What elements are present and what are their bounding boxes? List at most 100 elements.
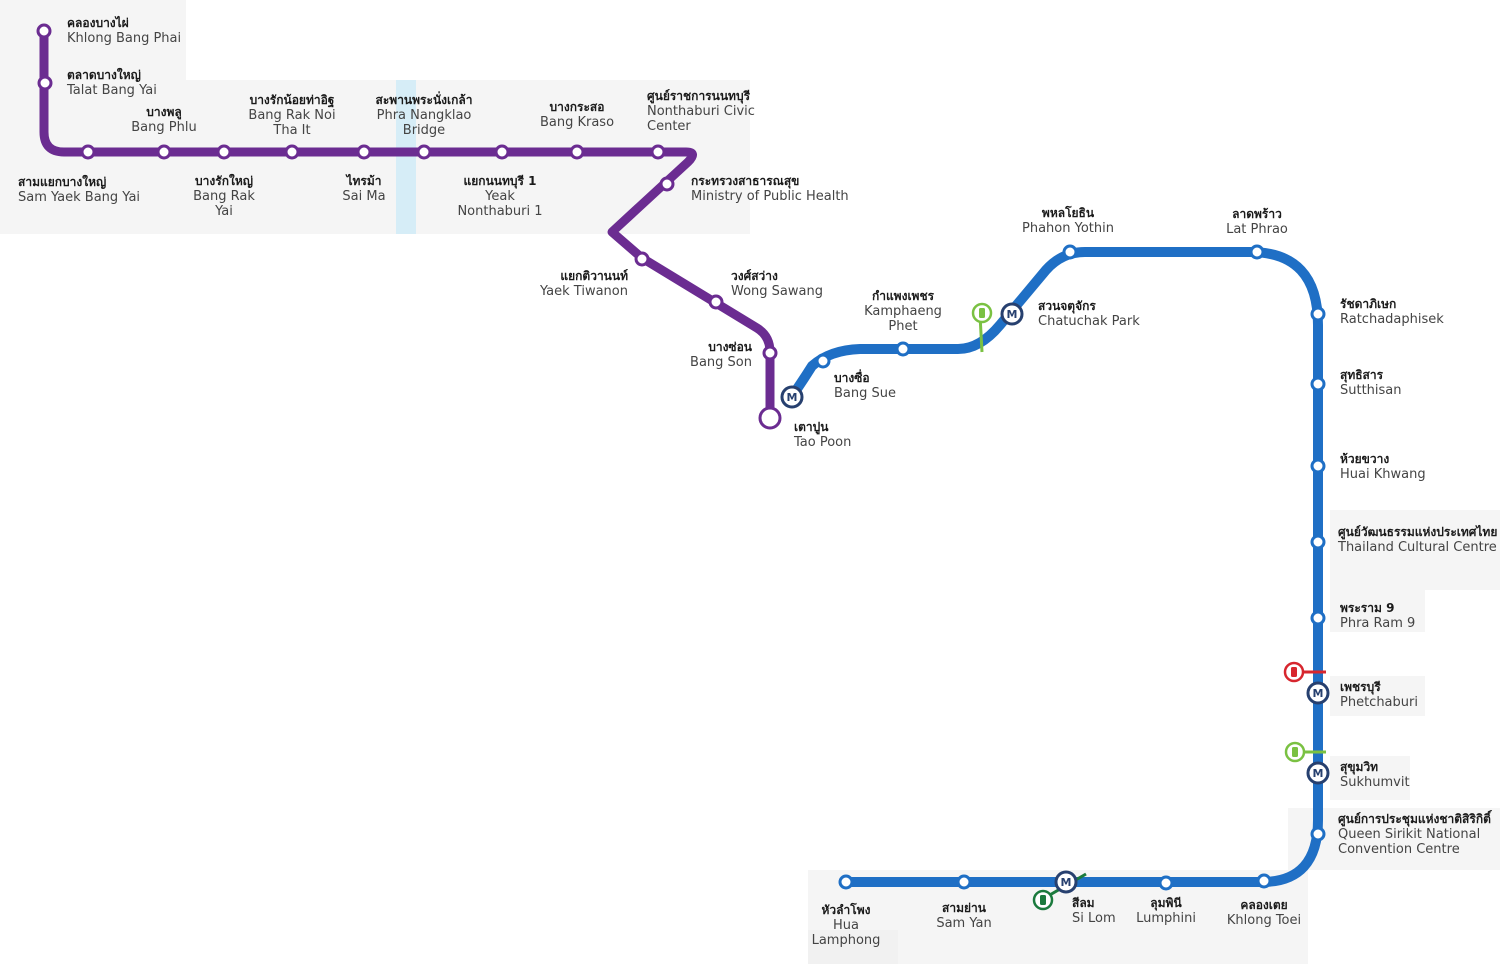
- station-name-english: Convention Centre: [1338, 842, 1460, 857]
- blue-station-marker[interactable]: [1310, 376, 1326, 392]
- station-name-english: Hua: [833, 918, 859, 933]
- station-name-thai: ลาดพร้าว: [1232, 207, 1282, 221]
- station-name-english: Sam Yaek Bang Yai: [18, 190, 140, 205]
- purple-station-marker[interactable]: [634, 251, 650, 267]
- station-name-english: Sukhumvit: [1340, 775, 1410, 790]
- map-panel: [808, 930, 898, 964]
- station-name-english: Sam Yan: [936, 916, 991, 931]
- blue-station-marker[interactable]: [956, 874, 972, 890]
- station-name-english: Si Lom: [1072, 911, 1116, 926]
- station-name-thai: สามย่าน: [942, 901, 987, 915]
- station-name-thai: กำแพงเพชร: [872, 289, 935, 303]
- station-name-thai: บางซ่อน: [708, 340, 753, 354]
- purple-station-marker[interactable]: [708, 294, 724, 310]
- purple-station-marker[interactable]: [569, 144, 585, 160]
- station-name-thai: คลองบางไผ่: [67, 15, 129, 30]
- purple-station-marker[interactable]: [650, 144, 666, 160]
- blue-station-marker[interactable]: [1310, 826, 1326, 842]
- metro-interchange-icon[interactable]: [1306, 681, 1330, 705]
- metro-interchange-icon[interactable]: [1000, 302, 1024, 326]
- station-label: ตลาดบางใหญ่Talat Bang Yai: [66, 67, 157, 98]
- map-panel: [0, 80, 750, 234]
- purple-station-marker[interactable]: [762, 345, 778, 361]
- station-name-thai: บางรักน้อยท่าอิฐ: [250, 93, 335, 108]
- station-label: เพชรบุรีPhetchaburi: [1340, 680, 1418, 710]
- station-name-thai: วงศ์สว่าง: [731, 269, 778, 283]
- purple-station-marker[interactable]: [758, 406, 782, 430]
- metro-interchange-icon[interactable]: [1306, 761, 1330, 785]
- station-name-thai: แยกนนทบุรี 1: [464, 174, 537, 189]
- station-name-thai: เตาปูน: [794, 420, 829, 435]
- station-name-thai: ตลาดบางใหญ่: [67, 67, 141, 82]
- blue-station-marker[interactable]: [1310, 306, 1326, 322]
- purple-station-marker[interactable]: [37, 75, 53, 91]
- metro-logo-icon: M: [1061, 876, 1072, 889]
- station-name-english: Nonthaburi 1: [457, 204, 542, 219]
- station-name-english: Queen Sirikit National: [1338, 827, 1480, 842]
- station-name-thai: สีลม: [1072, 896, 1095, 910]
- station-name-english: Ratchadaphisek: [1340, 312, 1444, 327]
- station-name-english: Bang Rak Noi: [248, 108, 335, 123]
- blue-station-marker[interactable]: [1310, 458, 1326, 474]
- purple-station-marker[interactable]: [156, 144, 172, 160]
- purple-station-marker[interactable]: [494, 144, 510, 160]
- metro-interchange-icon[interactable]: [1054, 870, 1078, 894]
- srt-logo-icon-glyph: [1291, 667, 1297, 677]
- purple-station-marker[interactable]: [80, 144, 96, 160]
- station-name-thai: สุทธิสาร: [1340, 368, 1384, 383]
- bts-logo-icon-glyph: [1040, 895, 1046, 905]
- bts-logo-icon-glyph: [979, 308, 985, 318]
- map-panel: [1330, 590, 1425, 632]
- station-name-english: Bang Sue: [834, 386, 896, 401]
- purple-station-marker[interactable]: [216, 144, 232, 160]
- station-name-thai: รัชดาภิเษก: [1340, 297, 1396, 311]
- blue-station-marker[interactable]: [815, 353, 831, 369]
- station-name-english: Phra Nangklao: [377, 108, 472, 123]
- station-name-english: Huai Khwang: [1340, 467, 1426, 482]
- station-name-english: Sutthisan: [1340, 383, 1402, 398]
- blue-line-route: [783, 247, 1323, 887]
- purple-station-marker[interactable]: [416, 144, 432, 160]
- station-name-english: Phahon Yothin: [1022, 221, 1114, 236]
- station-name-thai: สะพานพระนั่งเกล้า: [376, 91, 473, 107]
- blue-station-marker[interactable]: [1249, 244, 1265, 260]
- station-label: สามแยกบางใหญ่Sam Yaek Bang Yai: [18, 174, 140, 205]
- blue-station-marker[interactable]: [838, 874, 854, 890]
- purple-station-marker[interactable]: [356, 144, 372, 160]
- station-name-thai: บางรักใหญ่: [195, 173, 253, 188]
- station-name-thai: ศูนย์ราชการนนทบุรี: [647, 89, 751, 104]
- station-name-english: Wong Sawang: [731, 284, 823, 299]
- station-name-english: Lat Phrao: [1226, 222, 1288, 237]
- map-panel: [1330, 676, 1425, 716]
- map-panel: [1330, 756, 1410, 800]
- purple-line-route: [39, 26, 775, 423]
- station-name-english: Yai: [214, 204, 233, 219]
- blue-station-marker[interactable]: [1310, 610, 1326, 626]
- blue-station-marker[interactable]: [1310, 534, 1326, 550]
- purple-station-marker[interactable]: [36, 23, 52, 39]
- station-name-english: Phra Ram 9: [1340, 616, 1415, 631]
- station-name-english: Khlong Toei: [1227, 913, 1301, 928]
- blue-station-marker[interactable]: [1062, 244, 1078, 260]
- purple-station-marker[interactable]: [284, 144, 300, 160]
- metro-interchange-icon[interactable]: [780, 385, 804, 409]
- blue-station-marker[interactable]: [1158, 875, 1174, 891]
- purple-station-marker[interactable]: [659, 176, 675, 192]
- station-name-english: Khlong Bang Phai: [67, 31, 181, 46]
- blue-station-marker[interactable]: [895, 341, 911, 357]
- blue-station-marker[interactable]: [1256, 873, 1272, 889]
